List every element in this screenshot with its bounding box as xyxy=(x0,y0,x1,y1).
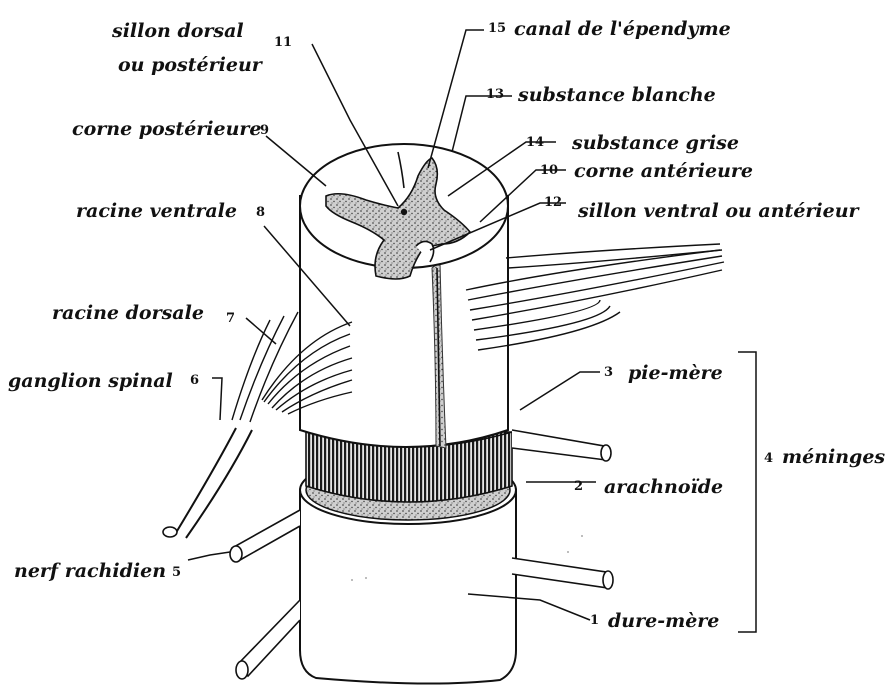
number-13: 13 xyxy=(486,88,504,102)
label-ganglion-spinal: ganglion spinal xyxy=(8,370,173,392)
label-canal-ependyme: canal de l'épendyme xyxy=(514,18,731,40)
label-arachnoide: arachnoïde xyxy=(604,476,723,498)
label-meninges: méninges xyxy=(782,446,885,468)
label-dure-mere: dure-mère xyxy=(608,610,719,632)
number-7: 7 xyxy=(226,312,235,326)
label-pie-mere: pie-mère xyxy=(628,362,723,384)
label-sillon-dorsal-line1: sillon dorsal xyxy=(112,20,244,42)
label-sillon-ventral: sillon ventral ou antérieur xyxy=(578,200,859,222)
label-nerf-rachidien: nerf rachidien xyxy=(14,560,166,582)
label-corne-anterieure: corne antérieure xyxy=(574,160,753,182)
number-10: 10 xyxy=(540,164,558,178)
number-8: 8 xyxy=(256,206,265,220)
label-corne-posterieure: corne postérieure xyxy=(72,118,262,140)
number-2: 2 xyxy=(574,480,583,494)
number-15: 15 xyxy=(488,22,506,36)
number-14: 14 xyxy=(526,136,544,150)
number-6: 6 xyxy=(190,374,199,388)
label-racine-dorsale: racine dorsale xyxy=(52,302,204,324)
number-1: 1 xyxy=(590,614,599,628)
label-racine-ventrale: racine ventrale xyxy=(76,200,237,222)
label-substance-grise: substance grise xyxy=(572,132,739,154)
number-5: 5 xyxy=(172,566,181,580)
number-12: 12 xyxy=(544,196,562,210)
number-3: 3 xyxy=(604,366,613,380)
label-substance-blanche: substance blanche xyxy=(518,84,716,106)
label-sillon-dorsal-line2: ou postérieur xyxy=(118,54,262,76)
number-11: 11 xyxy=(274,36,292,50)
spinal-cord-column xyxy=(300,144,508,448)
number-4: 4 xyxy=(764,452,773,466)
number-9: 9 xyxy=(260,124,269,138)
